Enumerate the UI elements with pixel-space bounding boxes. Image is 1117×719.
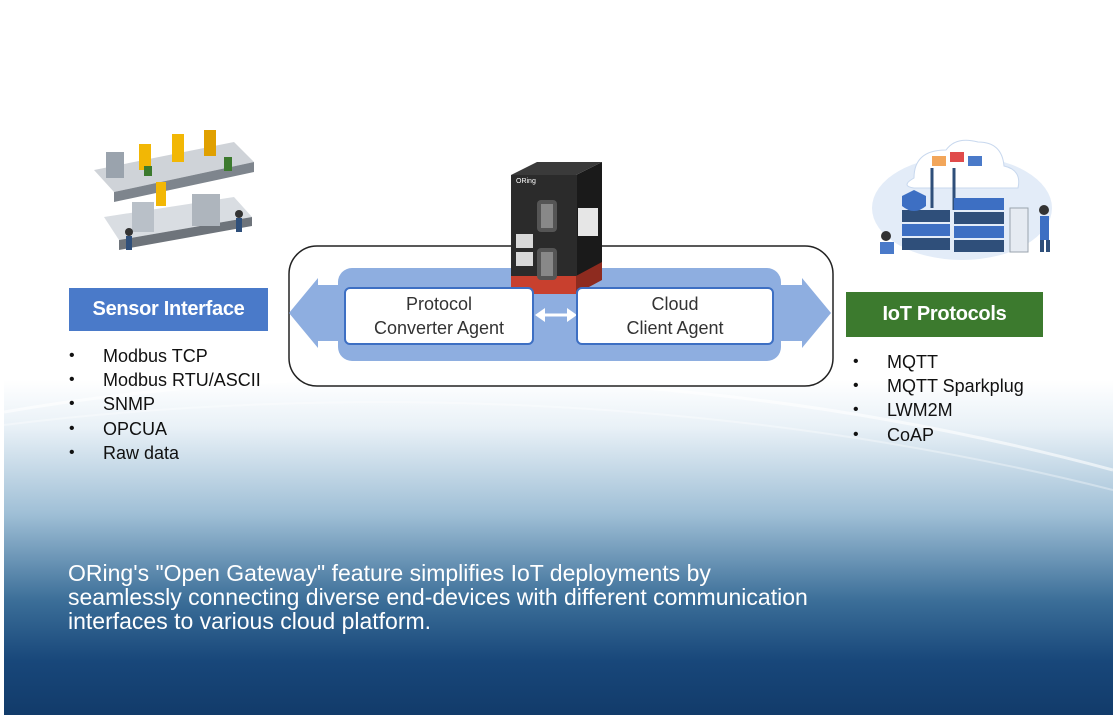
device-brand-label: ORing — [516, 178, 536, 185]
protocol-converter-agent-line-1: Protocol — [405, 294, 473, 314]
list-item: Modbus RTU/ASCII — [69, 368, 261, 392]
iot-protocols-label: IoT Protocols — [846, 292, 1043, 337]
list-item: SNMP — [69, 392, 261, 416]
caption: ORing's "Open Gateway" feature simplifie… — [68, 561, 1068, 633]
sensor-interface-list: Modbus TCP Modbus RTU/ASCII SNMP OPCUA R… — [69, 344, 261, 465]
double-arrow-icon — [535, 308, 577, 322]
list-item: CoAP — [853, 423, 1024, 447]
protocol-converter-agent-line-2: Converter Agent — [373, 318, 505, 338]
list-item: MQTT Sparkplug — [853, 374, 1024, 398]
left-flow-arrow — [289, 278, 338, 348]
list-item: LWM2M — [853, 398, 1024, 422]
list-item: MQTT — [853, 350, 1024, 374]
sensor-interface-label: Sensor Interface — [69, 288, 268, 331]
protocol-converter-agent: Protocol Converter Agent — [344, 287, 534, 345]
factory-production-line-illustration — [94, 130, 254, 250]
list-item: Raw data — [69, 441, 261, 465]
cloud-client-agent-line-1: Cloud — [651, 294, 699, 314]
right-flow-arrow — [781, 278, 831, 348]
list-item: OPCUA — [69, 417, 261, 441]
cloud-client-agent: Cloud Client Agent — [576, 287, 774, 345]
caption-line-1: ORing's "Open Gateway" feature simplifie… — [68, 560, 711, 586]
caption-line-3: interfaces to various cloud platform. — [68, 608, 432, 634]
cloud-client-agent-line-2: Client Agent — [626, 318, 724, 338]
cloud-servers-illustration — [872, 139, 1052, 260]
iot-protocols-list: MQTT MQTT Sparkplug LWM2M CoAP — [853, 350, 1024, 447]
list-item: Modbus TCP — [69, 344, 261, 368]
slide: ORing Protocol Converter Agent Cloud Cli… — [4, 0, 1113, 715]
industrial-gateway-device — [511, 162, 602, 294]
caption-line-2: seamlessly connecting diverse end-device… — [68, 584, 808, 610]
